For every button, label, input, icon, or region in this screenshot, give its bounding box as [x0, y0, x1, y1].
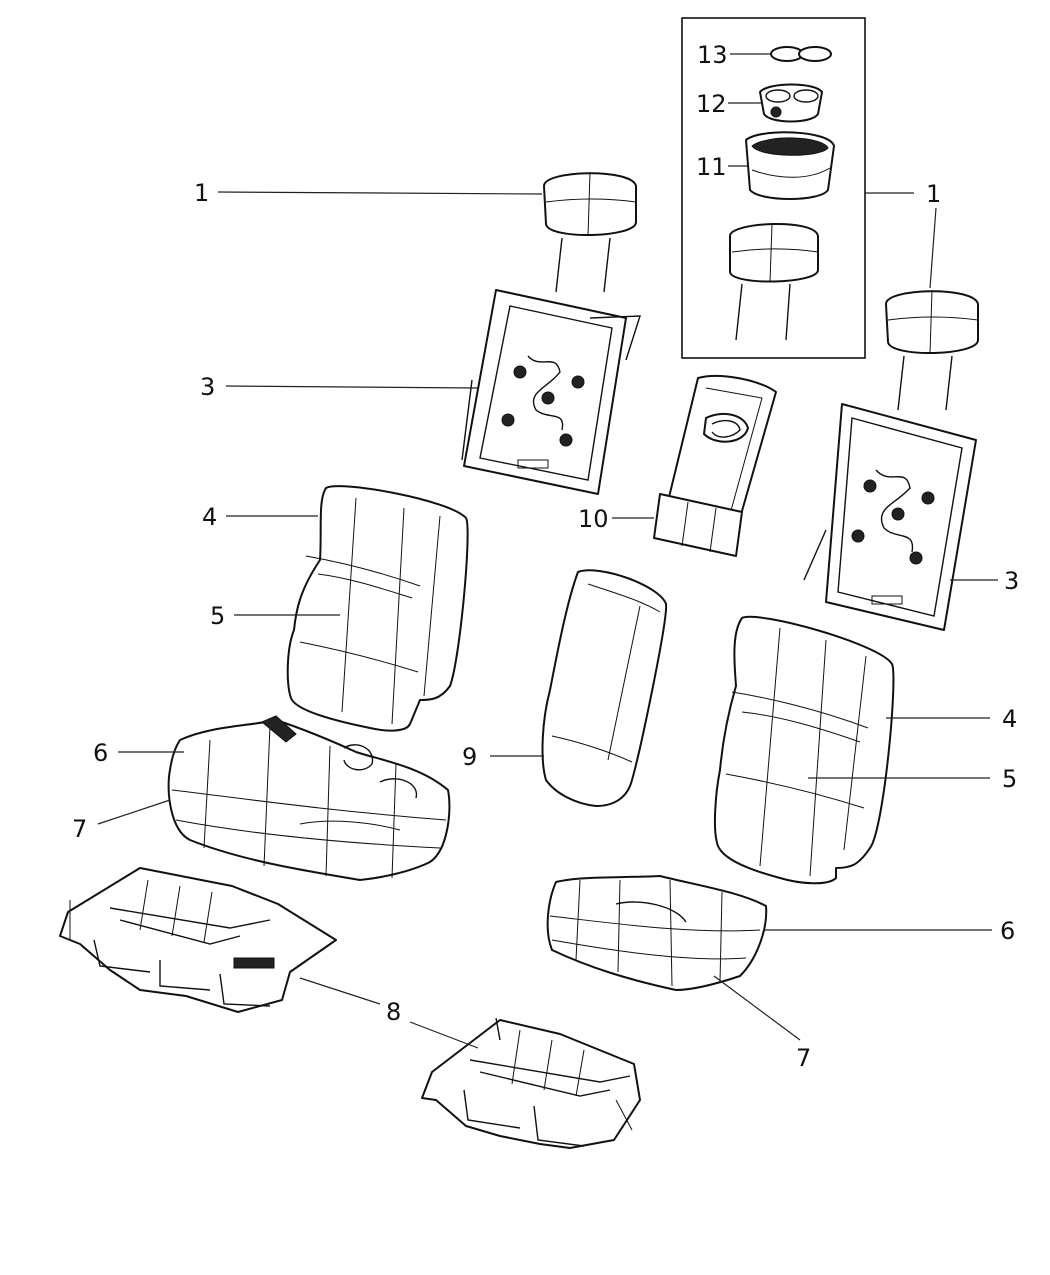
headrest-icon [543, 171, 637, 293]
callout-7-left: 7 [72, 815, 87, 843]
seatback-cushion-icon [286, 485, 469, 732]
seatback-frame-icon [461, 289, 641, 495]
callout-6-left: 6 [93, 739, 108, 767]
callout-5-right: 5 [1002, 765, 1017, 793]
cup-holder-icon [745, 131, 835, 200]
callout-9: 9 [462, 743, 477, 771]
callout-6-right: 6 [1000, 917, 1015, 945]
callout-12: 12 [696, 90, 727, 118]
armrest-panel-icon [653, 375, 777, 557]
seat-cushion-icon [167, 715, 451, 881]
callout-1-left: 1 [194, 179, 209, 207]
inset-box [681, 17, 866, 359]
callout-5-left: 5 [210, 602, 225, 630]
callout-10: 10 [578, 505, 609, 533]
callout-4-right: 4 [1002, 705, 1017, 733]
cup-liner-icon [770, 46, 832, 62]
callout-11: 11 [696, 153, 727, 181]
callout-1-inset: 1 [926, 180, 941, 208]
seatback-frame-icon [803, 403, 977, 631]
callout-3-left: 3 [200, 373, 215, 401]
callout-13: 13 [697, 41, 728, 69]
callout-4-left: 4 [202, 503, 217, 531]
seat-frame-icon [421, 1017, 641, 1149]
seat-cushion-icon [546, 875, 768, 991]
cup-holder-insert-icon [759, 83, 823, 123]
callout-3-right: 3 [1004, 567, 1019, 595]
seat-frame-icon [59, 867, 337, 1013]
callout-7-right: 7 [796, 1044, 811, 1072]
headrest-icon [729, 222, 819, 341]
headrest-icon [885, 289, 979, 411]
seatback-cushion-icon [713, 615, 895, 885]
armrest-icon [541, 569, 668, 807]
callout-8: 8 [386, 998, 401, 1026]
